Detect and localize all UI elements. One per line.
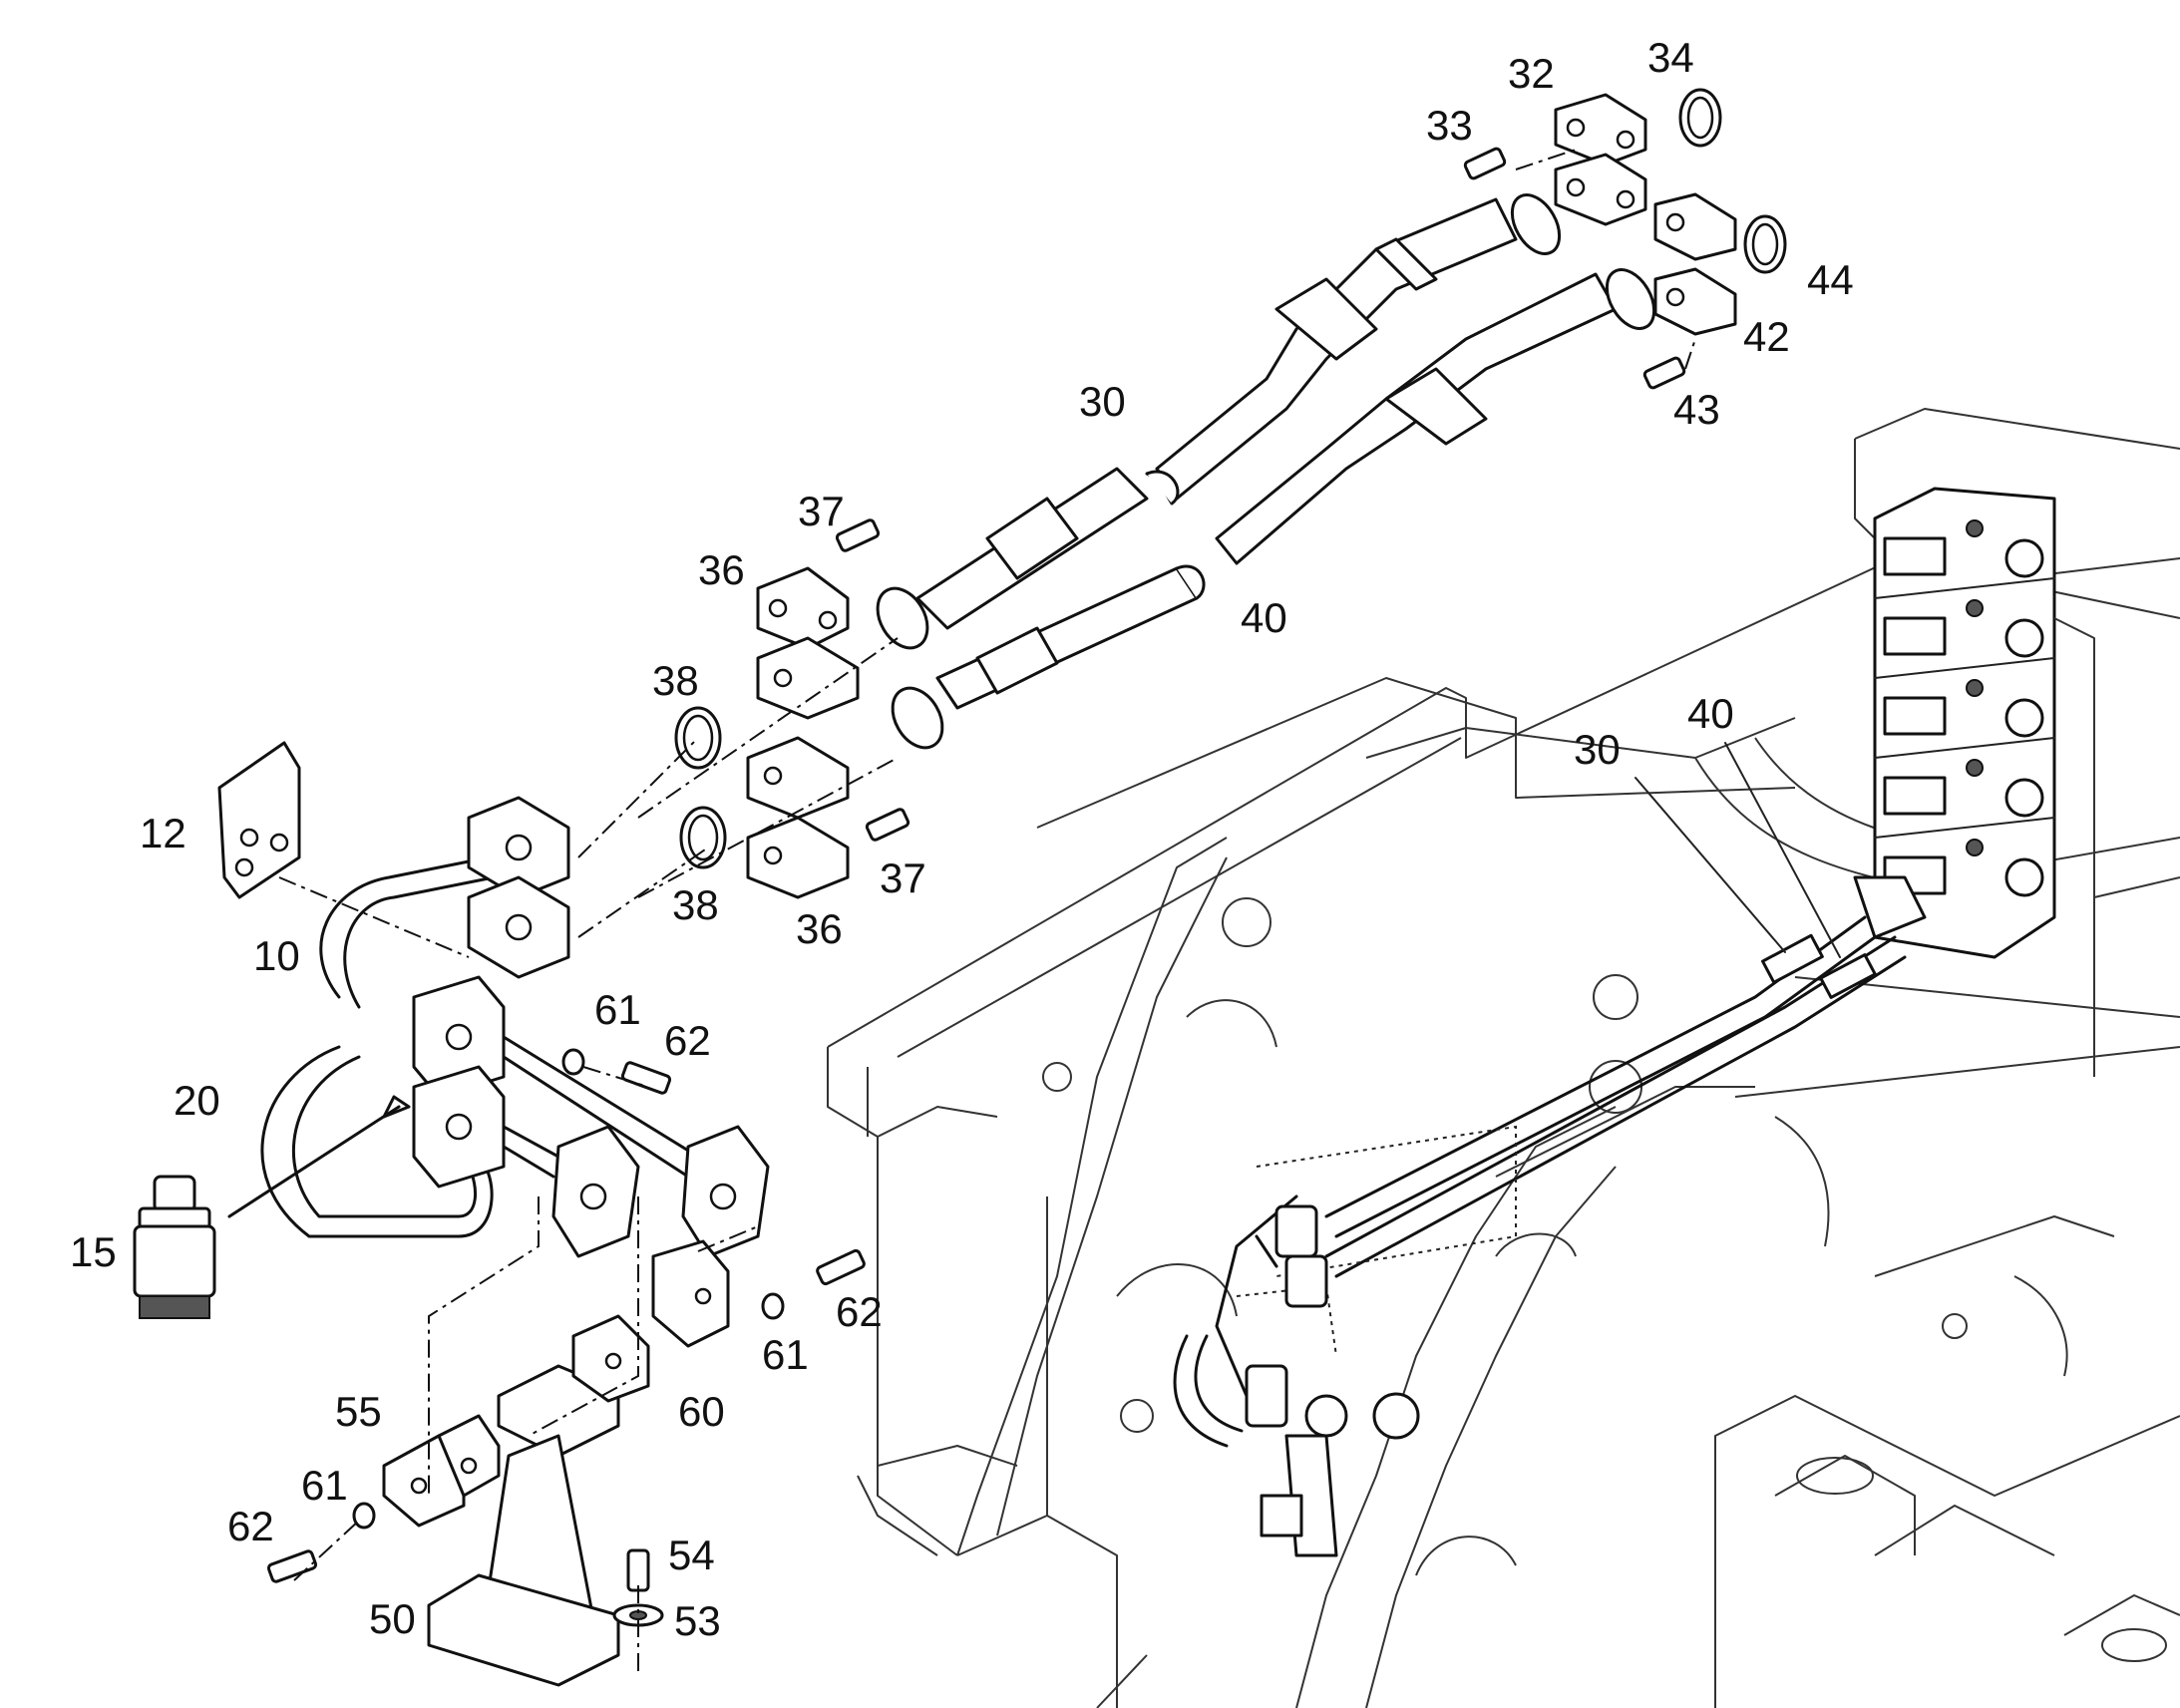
- callout-32: 32: [1508, 50, 1555, 97]
- callout-12: 12: [140, 810, 186, 856]
- pressure-switch-15: [133, 1095, 411, 1319]
- callout-42: 42: [1743, 313, 1790, 360]
- callout-54: 54: [668, 1532, 715, 1578]
- callout-20: 20: [174, 1077, 220, 1124]
- callout-44: 44: [1807, 256, 1854, 303]
- center-lines: [278, 149, 1696, 1675]
- callout-53: 53: [674, 1597, 721, 1644]
- callout-43: 43: [1673, 386, 1720, 433]
- callout-33: 33: [1426, 102, 1473, 149]
- callout-37-top: 37: [798, 488, 845, 534]
- callout-37-bottom: 37: [880, 854, 926, 901]
- callout-62-mid: 62: [836, 1288, 883, 1335]
- control-valve-block: [1853, 487, 2095, 1017]
- callout-36-bottom: 36: [796, 905, 843, 952]
- callout-15: 15: [70, 1228, 117, 1275]
- flange-parts-mid: [674, 518, 910, 899]
- installed-hoses: [1173, 915, 1907, 1557]
- callout-61-bottom: 61: [301, 1462, 348, 1509]
- callout-50: 50: [369, 1595, 416, 1642]
- installed-leaders: [1635, 742, 1841, 958]
- hose-40-exploded: [1215, 268, 1656, 565]
- callout-30-installed: 30: [1574, 726, 1621, 773]
- callout-38-top: 38: [652, 657, 699, 704]
- callout-38-bottom: 38: [672, 881, 719, 928]
- callout-34: 34: [1647, 34, 1694, 81]
- pipe-assembly-10-20: [217, 741, 770, 1258]
- callout-62-top: 62: [664, 1017, 711, 1064]
- callout-62-bottom: 62: [227, 1503, 274, 1549]
- bracket-50-and-clamps: [266, 1048, 866, 1687]
- hose-lower-pair: [876, 467, 1206, 750]
- callout-61-top: 61: [594, 986, 641, 1033]
- callout-40-mid: 40: [1241, 594, 1287, 641]
- callout-40-installed: 40: [1687, 690, 1734, 737]
- callout-30-top: 30: [1079, 378, 1126, 425]
- callout-61-mid: 61: [762, 1331, 809, 1378]
- callout-55: 55: [335, 1388, 382, 1435]
- callout-labels: 32 34 33 44 42 43 30 37 36 40 38 12 37 3…: [70, 34, 1854, 1644]
- machine-frame: [827, 408, 2180, 1708]
- callout-60: 60: [678, 1388, 725, 1435]
- flange-parts-top: [1463, 88, 1787, 390]
- callout-36-top: 36: [698, 546, 745, 593]
- hose-30-exploded: [1145, 193, 1562, 506]
- callout-10: 10: [253, 932, 300, 979]
